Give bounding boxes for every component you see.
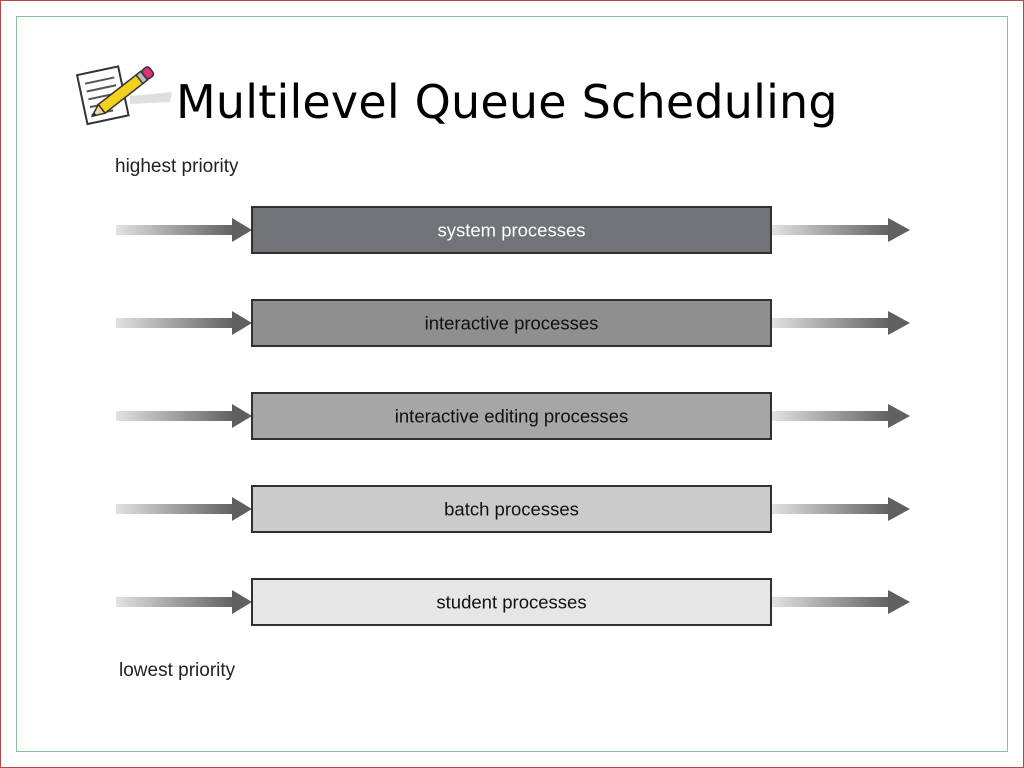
incoming-arrow-head (232, 590, 252, 614)
queue-box (251, 299, 772, 347)
slide-inner-border (16, 16, 1008, 752)
outgoing-arrow-head (888, 311, 910, 335)
queue-row: interactive processes (116, 299, 910, 347)
outgoing-arrow-shaft (772, 318, 890, 328)
outgoing-arrow-shaft (772, 411, 890, 421)
outgoing-arrow-head (888, 590, 910, 614)
slide-title: Multilevel Queue Scheduling (176, 75, 838, 129)
outgoing-arrow-head (888, 497, 910, 521)
incoming-arrow-shaft (116, 504, 234, 514)
queue-row: student processes (116, 578, 910, 626)
queue-label: interactive editing processes (395, 406, 628, 427)
incoming-arrow-head (232, 497, 252, 521)
queue-box (251, 485, 772, 533)
incoming-arrow-shaft (116, 411, 234, 421)
incoming-arrow-head (232, 404, 252, 428)
incoming-arrow-shaft (116, 597, 234, 607)
queue-row: interactive editing processes (116, 392, 910, 440)
incoming-arrow-head (232, 218, 252, 242)
queue-label: batch processes (444, 499, 579, 520)
queue-box (251, 392, 772, 440)
outgoing-arrow-shaft (772, 504, 890, 514)
lowest-priority-label: lowest priority (119, 660, 236, 681)
incoming-arrow-head (232, 311, 252, 335)
queue-row: system processes (116, 206, 910, 254)
notepad-pencil-icon (75, 65, 172, 126)
queue-label: system processes (437, 220, 585, 241)
incoming-arrow-shaft (116, 318, 234, 328)
queue-box (251, 206, 772, 254)
highest-priority-label: highest priority (115, 156, 239, 177)
queue-label: student processes (436, 592, 586, 613)
queue-label: interactive processes (425, 313, 599, 334)
outgoing-arrow-head (888, 404, 910, 428)
outgoing-arrow-head (888, 218, 910, 242)
outgoing-arrow-shaft (772, 597, 890, 607)
outgoing-arrow-shaft (772, 225, 890, 235)
queue-box (251, 578, 772, 626)
queue-row: batch processes (116, 485, 910, 533)
incoming-arrow-shaft (116, 225, 234, 235)
